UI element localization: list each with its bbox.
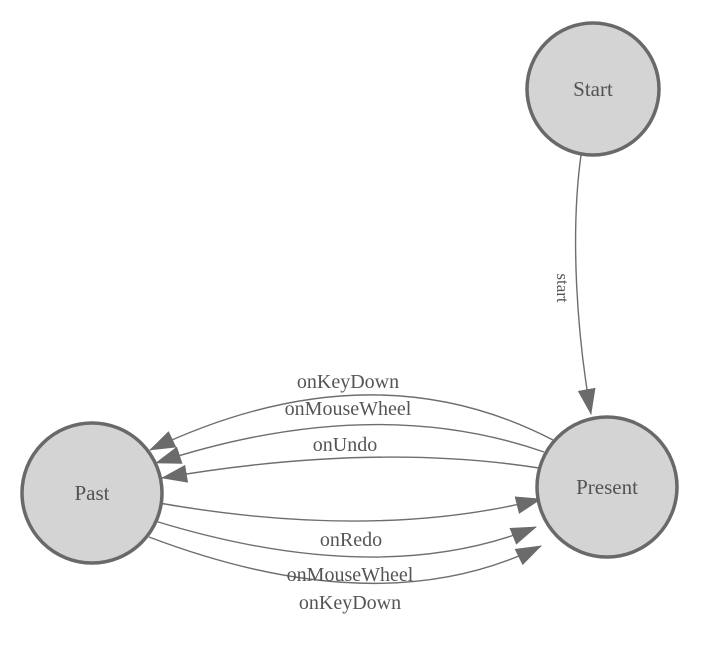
- edge-label-onmousewheel-bottom: onMouseWheel: [287, 564, 414, 586]
- edge-present-to-past-onundo[interactable]: [161, 456, 540, 483]
- edge-present-to-past-onmousewheel[interactable]: [155, 423, 545, 464]
- edge-past-to-present-onmousewheel[interactable]: [154, 520, 537, 558]
- node-present[interactable]: Present: [535, 415, 679, 559]
- edges-layer: [148, 154, 596, 585]
- edge-label-onredo: onRedo: [320, 529, 382, 551]
- node-past[interactable]: Past: [20, 421, 164, 565]
- edge-past-to-present-onkeydown[interactable]: [148, 536, 542, 585]
- edge-label-onmousewheel-top: onMouseWheel: [285, 398, 412, 420]
- node-present-label: Present: [576, 475, 638, 499]
- edge-label-onundo: onUndo: [313, 434, 377, 456]
- node-present-circle[interactable]: [535, 415, 679, 559]
- edge-label-onkeydown-bottom: onKeyDown: [299, 592, 401, 614]
- node-start-label: Start: [573, 77, 613, 101]
- edge-start-to-present[interactable]: [574, 154, 596, 415]
- node-past-label: Past: [74, 481, 109, 505]
- node-start[interactable]: Start: [525, 21, 661, 157]
- node-start-circle[interactable]: [525, 21, 661, 157]
- node-past-circle[interactable]: [20, 421, 164, 565]
- edge-label-onkeydown-top: onKeyDown: [297, 371, 399, 393]
- edge-label-start: start: [553, 273, 572, 303]
- edge-labels-layer: start onKeyDown onMouseWheel onUndo onRe…: [285, 273, 572, 614]
- edge-present-to-past-onkeydown[interactable]: [149, 394, 554, 451]
- edge-past-to-present-onredo[interactable]: [158, 496, 542, 522]
